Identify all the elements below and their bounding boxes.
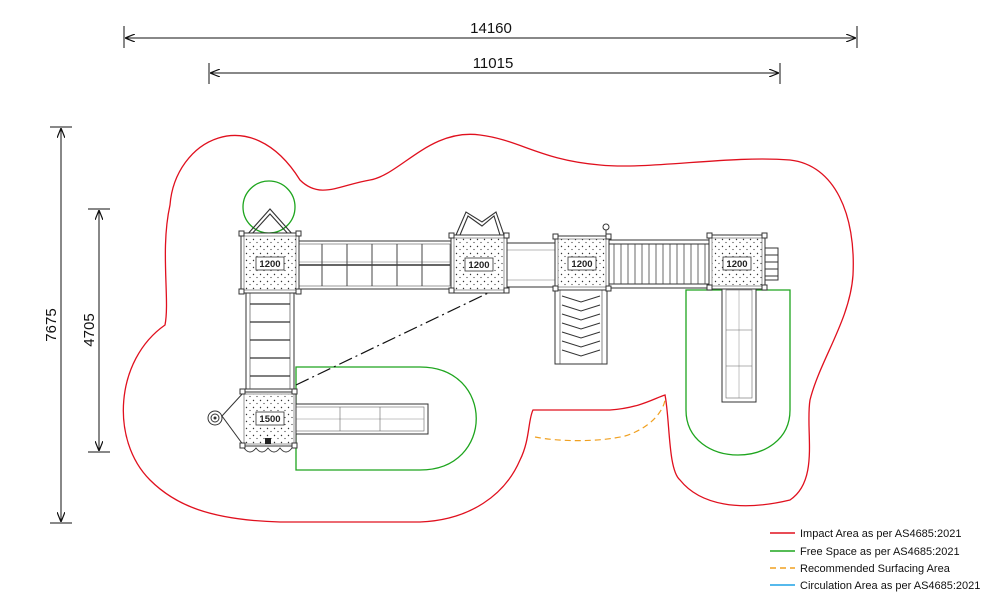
deck-3: 1200 xyxy=(552,223,612,292)
legend-item-free-space: Free Space as per AS4685:2021 xyxy=(770,546,960,558)
dimension-structure-depth: 4705 xyxy=(81,208,110,453)
dimension-overall-depth: 7675 xyxy=(43,126,72,524)
slide-horizontal xyxy=(287,403,429,435)
free-space-slide-1 xyxy=(295,366,477,471)
legend-label: Impact Area as per AS4685:2021 xyxy=(800,528,961,540)
deck-height-label: 1200 xyxy=(259,259,280,270)
dimension-label: 14160 xyxy=(470,20,512,37)
legend-item-circulation: Circulation Area as per AS4685:2021 xyxy=(770,580,980,592)
deck-5: 1500 xyxy=(207,388,298,453)
deck-height-label: 1500 xyxy=(259,414,280,425)
tunnel xyxy=(504,242,558,288)
deck-height-label: 1200 xyxy=(468,260,489,271)
legend-item-surfacing: Recommended Surfacing Area xyxy=(770,563,951,575)
legend-label: Free Space as per AS4685:2021 xyxy=(800,546,960,558)
dimension-label: 11015 xyxy=(473,55,514,72)
dimension-label: 4705 xyxy=(81,313,98,346)
slide-vertical xyxy=(721,283,757,403)
ladder-right xyxy=(764,247,779,281)
bridge-1 xyxy=(296,240,453,290)
legend: Impact Area as per AS4685:2021 Free Spac… xyxy=(770,528,980,592)
surfacing-area-outline xyxy=(534,399,666,442)
impact-area-outline xyxy=(122,133,854,523)
deck-height-label: 1200 xyxy=(571,259,592,270)
free-space-roof-circle xyxy=(242,180,296,234)
free-space-slide-2 xyxy=(685,289,791,456)
legend-item-impact: Impact Area as per AS4685:2021 xyxy=(770,528,961,540)
chevron-climber xyxy=(554,289,608,365)
deck-4: 1200 xyxy=(706,232,768,291)
roof-deck-1 xyxy=(245,208,295,237)
deck-height-label: 1200 xyxy=(726,259,747,270)
roof-deck-2 xyxy=(455,211,505,236)
deck-2: 1200 xyxy=(448,232,510,294)
legend-label: Recommended Surfacing Area xyxy=(800,563,951,575)
bridge-2 xyxy=(606,239,711,289)
dimension-label: 7675 xyxy=(43,308,60,341)
vertical-bridge xyxy=(245,292,295,390)
deck-1: 1200 xyxy=(238,230,302,295)
dimension-overall-width: 14160 xyxy=(123,20,858,48)
legend-label: Circulation Area as per AS4685:2021 xyxy=(800,580,980,592)
dimension-structure-width: 11015 xyxy=(208,55,781,84)
